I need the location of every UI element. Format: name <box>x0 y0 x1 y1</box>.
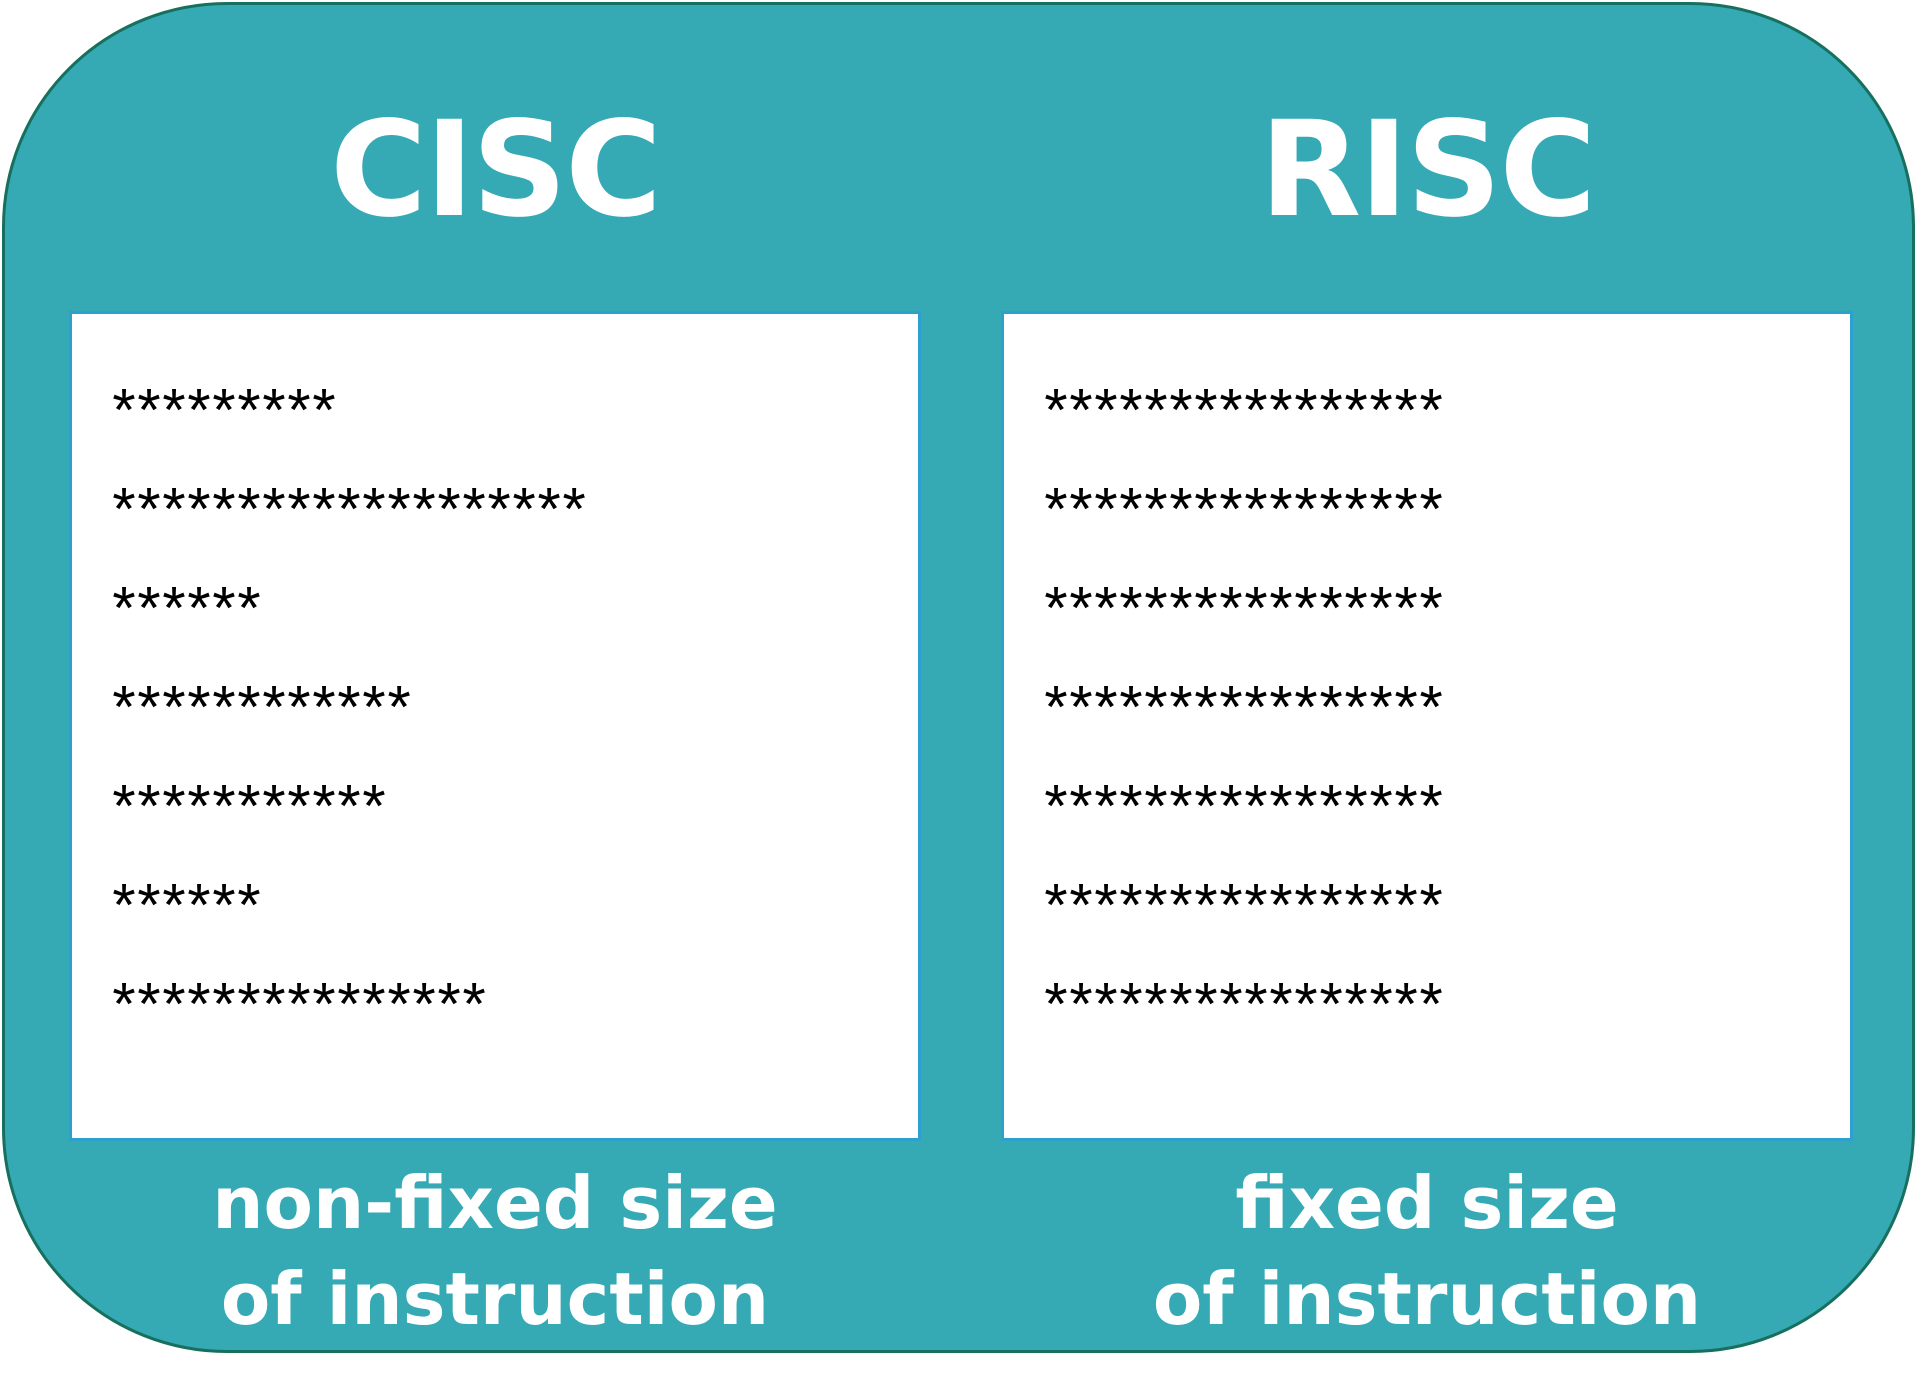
cisc-caption: non-fixed size of instruction <box>69 1155 921 1347</box>
cisc-instruction-line: ********* <box>106 384 342 452</box>
risc-instruction-box: **************** **************** ******… <box>1001 311 1853 1141</box>
risc-instruction-line: **************** <box>1038 978 1449 1046</box>
risc-instruction-line: **************** <box>1038 681 1449 749</box>
risc-instruction-line: **************** <box>1038 879 1449 947</box>
cisc-instruction-line: ************ <box>106 681 417 749</box>
risc-instruction-lines: **************** **************** ******… <box>1038 384 1449 1081</box>
risc-instruction-line: **************** <box>1038 780 1449 848</box>
risc-caption: fixed size of instruction <box>1001 1155 1853 1347</box>
cisc-caption-line-2: of instruction <box>220 1257 770 1341</box>
risc-caption-line-1: fixed size <box>1235 1161 1619 1245</box>
cisc-instruction-line: *************** <box>106 978 492 1046</box>
cisc-instruction-lines: ********* ******************* ****** ***… <box>106 384 592 1081</box>
risc-caption-line-2: of instruction <box>1152 1257 1702 1341</box>
cisc-title: CISC <box>330 93 662 247</box>
risc-instruction-line: **************** <box>1038 483 1449 551</box>
cisc-instruction-box: ********* ******************* ****** ***… <box>69 311 921 1141</box>
risc-title: RISC <box>1259 93 1597 247</box>
cisc-caption-line-1: non-fixed size <box>212 1161 778 1245</box>
cisc-instruction-line: ******************* <box>106 483 592 551</box>
cisc-instruction-line: *********** <box>106 780 392 848</box>
risc-instruction-line: **************** <box>1038 582 1449 650</box>
cisc-instruction-line: ****** <box>106 582 267 650</box>
comparison-panel: CISC RISC ********* ******************* … <box>2 2 1915 1353</box>
cisc-instruction-line: ****** <box>106 879 267 947</box>
risc-instruction-line: **************** <box>1038 384 1449 452</box>
